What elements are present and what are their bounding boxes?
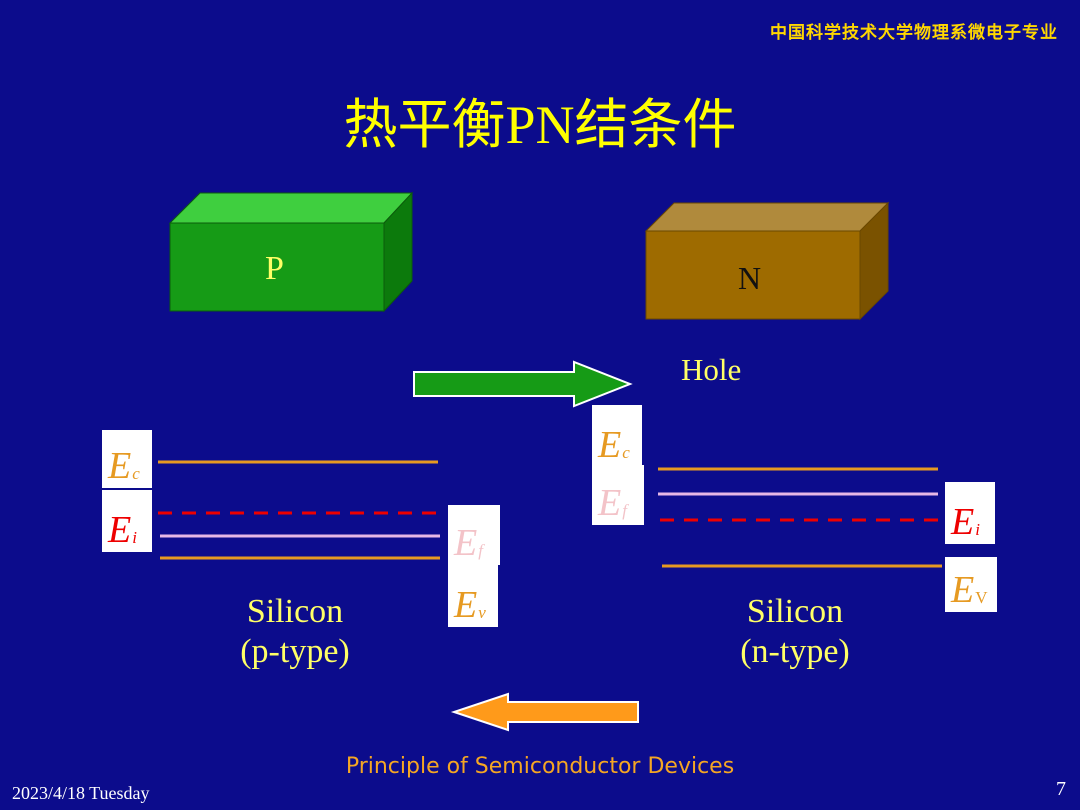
left-ei-symbol: E — [108, 509, 132, 551]
p-block-label: P — [265, 250, 284, 287]
right-ec-sub: c — [622, 443, 630, 462]
right-silicon-line2: (n-type) — [740, 633, 850, 670]
left-silicon-line1: Silicon — [246, 593, 344, 630]
right-ef-symbol: E — [598, 482, 622, 524]
left-silicon-line2: (p-type) — [240, 633, 350, 670]
left-ev-sub: v — [478, 603, 486, 622]
page-number: 7 — [1056, 778, 1066, 800]
left-ec-symbol: E — [108, 445, 132, 487]
left-ef-sub: f — [478, 541, 483, 560]
left-ev-symbol: E — [454, 584, 478, 626]
right-silicon-line1: Silicon — [746, 593, 844, 630]
right-ei-sub: i — [975, 520, 980, 539]
footer-date: 2023/4/18 Tuesday — [12, 783, 150, 803]
hole-label: Hole — [681, 352, 742, 387]
left-band-diagram — [158, 460, 440, 560]
left-ef-symbol: E — [454, 522, 478, 564]
right-silicon-caption: Silicon (n-type) — [695, 592, 895, 672]
left-ei-sub: i — [132, 528, 137, 547]
header-institution: 中国科学技术大学物理系微电子专业 — [770, 23, 1058, 42]
right-ev-symbol: E — [951, 569, 975, 611]
right-ei-symbol: E — [951, 501, 975, 543]
footer-course-title: Principle of Semiconductor Devices — [345, 754, 735, 779]
right-ev-sub: V — [975, 588, 988, 607]
n-block — [644, 201, 890, 321]
left-ec-sub: c — [132, 464, 140, 483]
slide-title: 热平衡PN结条件 — [343, 95, 737, 155]
electron-arrow-left — [450, 692, 639, 732]
right-band-diagram — [658, 467, 942, 568]
n-block-label: N — [738, 260, 762, 296]
hole-arrow-right — [413, 360, 633, 408]
left-silicon-caption: Silicon (p-type) — [195, 592, 395, 672]
right-ef-sub: f — [622, 501, 627, 520]
p-block — [168, 191, 414, 313]
right-ec-symbol: E — [598, 424, 622, 466]
